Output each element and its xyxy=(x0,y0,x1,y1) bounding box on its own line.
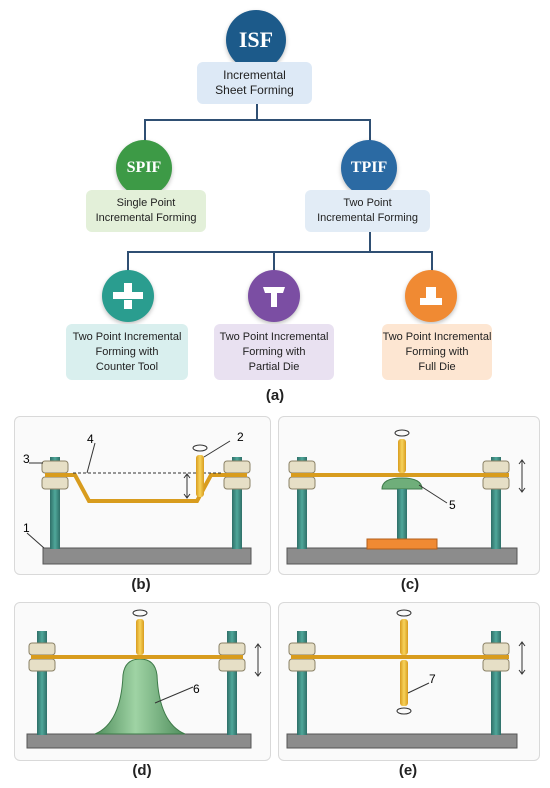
left-clamp-bottom xyxy=(41,476,69,490)
left-clamp-bottom xyxy=(28,658,56,672)
spif-label-box: Single Point Incremental Forming xyxy=(86,190,206,232)
callout-2: 2 xyxy=(237,430,244,444)
left-clamp-bottom xyxy=(288,658,316,672)
formed-sheet xyxy=(45,473,247,503)
tpif-circle: TPIF xyxy=(341,140,397,196)
variant-counter-tool-box: Two Point Incremental Forming with Count… xyxy=(66,324,188,380)
left-clamp-bottom xyxy=(288,476,316,490)
left-clamp-top xyxy=(288,460,316,474)
callout-6: 6 xyxy=(193,682,200,696)
callout-4: 4 xyxy=(87,432,94,446)
die-support xyxy=(397,489,407,539)
left-column xyxy=(50,457,60,549)
connector-variant-3-up xyxy=(431,251,433,273)
connector-spif-up xyxy=(144,119,146,143)
caption-d: (d) xyxy=(132,762,152,779)
left-clamp-top xyxy=(28,642,56,656)
full-die xyxy=(94,658,186,735)
callout-3: 3 xyxy=(23,452,30,466)
base-plate xyxy=(286,733,518,749)
caption-b: (b) xyxy=(131,576,151,593)
sheet xyxy=(31,655,243,659)
caption-c: (c) xyxy=(400,576,420,593)
full-die-icon xyxy=(420,287,442,305)
connector-tpif-down xyxy=(369,232,371,252)
partial-die-circle xyxy=(248,270,300,322)
left-clamp-top xyxy=(288,642,316,656)
callout-7: 7 xyxy=(429,672,436,686)
connector-isf-horizontal xyxy=(144,119,370,121)
sheet xyxy=(291,473,509,477)
right-clamp-top xyxy=(218,642,246,656)
rotation-arrow-icon xyxy=(132,609,148,617)
right-clamp-bottom xyxy=(482,476,510,490)
connector-variant-2-up xyxy=(273,251,275,273)
panel-c: 5 xyxy=(278,416,540,575)
right-column xyxy=(491,457,501,549)
sheet xyxy=(291,655,509,659)
callout-1: 1 xyxy=(23,521,30,535)
connector-isf-down xyxy=(256,104,258,120)
counter-tool-icon xyxy=(113,283,143,309)
isf-label-box: Incremental Sheet Forming xyxy=(197,62,312,104)
base-plate xyxy=(26,733,252,749)
variant-partial-die-box: Two Point Incremental Forming with Parti… xyxy=(214,324,334,380)
tpif-label-box: Two Point Incremental Forming xyxy=(305,190,430,232)
right-clamp-bottom xyxy=(482,658,510,672)
base-plate xyxy=(286,547,518,565)
left-column xyxy=(37,631,47,735)
counter-rotation-arrow-icon xyxy=(396,707,412,715)
tpif-abbr: TPIF xyxy=(350,159,388,176)
left-column xyxy=(297,631,307,735)
partial-die xyxy=(381,477,423,490)
variant-full-die-box: Two Point Incremental Forming with Full … xyxy=(382,324,492,380)
left-clamp-top xyxy=(41,460,69,474)
connector-variant-1-up xyxy=(127,251,129,273)
caption-e: (e) xyxy=(398,762,418,779)
rotation-arrow-icon xyxy=(396,609,412,617)
rotation-arrow-icon xyxy=(192,444,208,452)
right-column xyxy=(491,631,501,735)
isf-abbr: ISF xyxy=(238,27,274,52)
caption-a: (a) xyxy=(265,387,285,404)
upper-tool xyxy=(136,619,144,655)
upper-tool xyxy=(400,619,408,655)
upper-tool xyxy=(398,439,406,473)
counter-tool xyxy=(400,660,408,706)
base-plate xyxy=(42,547,252,565)
right-column xyxy=(227,631,237,735)
isf-circle: ISF xyxy=(226,10,286,70)
counter-tool-circle xyxy=(102,270,154,322)
connector-tpif-up xyxy=(369,119,371,143)
panel-b: 1 2 3 4 xyxy=(14,416,271,575)
right-clamp-bottom xyxy=(223,476,251,490)
right-column xyxy=(232,457,242,549)
spif-circle: SPIF xyxy=(116,140,172,196)
right-clamp-top xyxy=(223,460,251,474)
full-die-circle xyxy=(405,270,457,322)
panel-e: 7 xyxy=(278,602,540,761)
rotation-arrow-icon xyxy=(394,429,410,437)
partial-die-icon xyxy=(263,287,285,307)
callout-5: 5 xyxy=(449,498,456,512)
spif-abbr: SPIF xyxy=(126,159,162,176)
die-base xyxy=(366,538,438,550)
right-clamp-bottom xyxy=(218,658,246,672)
panel-d: 6 xyxy=(14,602,271,761)
right-clamp-top xyxy=(482,642,510,656)
right-clamp-top xyxy=(482,460,510,474)
forming-tool xyxy=(196,455,204,497)
left-column xyxy=(297,457,307,549)
connector-variants-horizontal xyxy=(127,251,432,253)
